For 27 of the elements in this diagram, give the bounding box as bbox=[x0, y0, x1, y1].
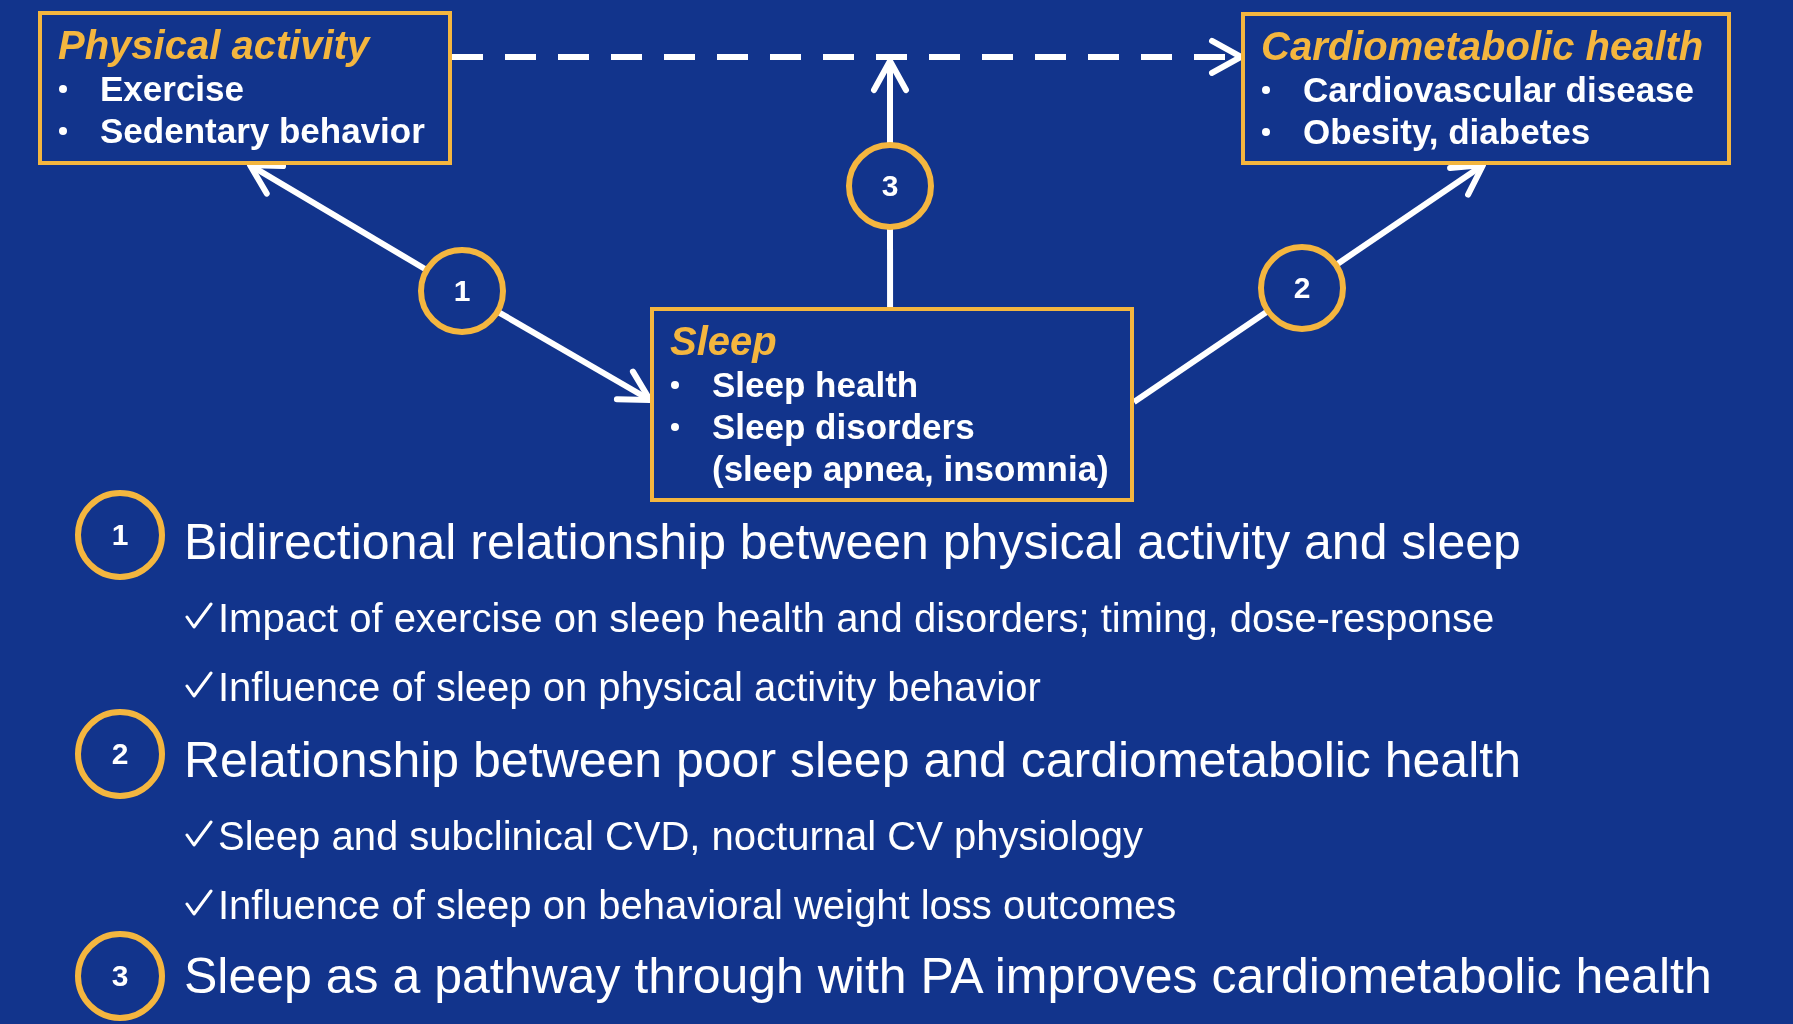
step-number: 3 bbox=[75, 931, 165, 1021]
box-heading: Cardiometabolic health bbox=[1261, 23, 1704, 69]
checklist-item: Influence of sleep on behavioral weight loss outcomes bbox=[218, 882, 1177, 928]
bullet-text: Sleep disorders (sleep apnea, insomnia) bbox=[712, 406, 1109, 490]
bullet-text: Obesity, diabetes bbox=[1303, 111, 1591, 153]
step-heading: Sleep as a pathway through with PA improves cardiometabolic health bbox=[184, 948, 1712, 1006]
step-number: 2 bbox=[1258, 244, 1346, 332]
bullet-text: Sleep health bbox=[712, 364, 919, 406]
arrow bbox=[871, 58, 909, 144]
concept-box bbox=[650, 307, 1134, 502]
step-number: 2 bbox=[75, 709, 165, 799]
checklist-item: Sleep and subclinical CVD, nocturnal CV physiology bbox=[218, 813, 1143, 859]
step-heading: Bidirectional relationship between physical activity and sleep bbox=[184, 514, 1521, 572]
concept-box bbox=[1241, 12, 1731, 165]
box-heading: Sleep bbox=[670, 318, 777, 364]
step-number: 1 bbox=[418, 247, 506, 335]
box-heading: Physical activity bbox=[58, 22, 370, 68]
step-heading: Relationship between poor sleep and cardiometabolic health bbox=[184, 732, 1521, 790]
concept-box bbox=[38, 11, 452, 165]
connector-line bbox=[887, 228, 894, 307]
checklist-item: Impact of exercise on sleep health and disorders; timing, dose-response bbox=[218, 595, 1495, 641]
checklist-item: Influence of sleep on physical activity behavior bbox=[218, 664, 1041, 710]
step-number: 3 bbox=[846, 142, 934, 230]
step-number: 1 bbox=[75, 490, 165, 580]
bullet-text: Exercise bbox=[100, 68, 245, 110]
bullet-text: Cardiovascular disease bbox=[1303, 69, 1695, 111]
bullet-text: Sedentary behavior bbox=[100, 110, 425, 152]
